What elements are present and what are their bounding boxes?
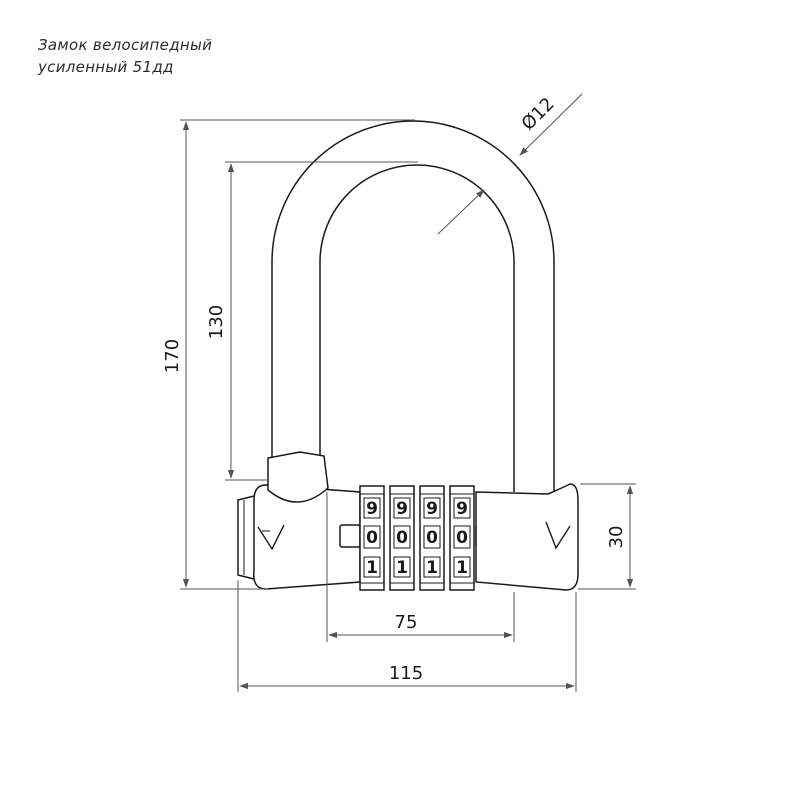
left-chevron	[257, 524, 285, 551]
dimension-inner-width-label: 75	[395, 612, 418, 633]
dial-1-middle-digit: 0	[366, 528, 378, 548]
lock-body	[237, 451, 579, 591]
dial-1-bottom-digit: 1	[366, 558, 378, 578]
dial-1-top-digit: 9	[366, 499, 378, 519]
dimension-total-width-label: 115	[389, 663, 423, 684]
dial-wheel: 9 0 1	[419, 485, 445, 591]
title-line-2: усиленный 51дд	[38, 58, 174, 76]
dimension-inner-width	[326, 492, 515, 642]
dial-4-middle-digit: 0	[456, 528, 468, 548]
dial-wheel: 9 0 1	[449, 485, 475, 591]
shackle-inner-contour	[319, 164, 515, 492]
dial-4-bottom-digit: 1	[456, 558, 468, 578]
dimension-total-width	[237, 580, 577, 692]
dimension-height-total-label: 170	[162, 339, 183, 373]
dial-4-top-digit: 9	[456, 499, 468, 519]
dial-3-top-digit: 9	[426, 499, 438, 519]
dial-3-middle-digit: 0	[426, 528, 438, 548]
dimension-height-inner	[225, 161, 418, 481]
dial-3-bottom-digit: 1	[426, 558, 438, 578]
dial-wheel: 9 0 1	[389, 485, 415, 591]
dimension-height-total	[180, 119, 415, 590]
dial-2-middle-digit: 0	[396, 528, 408, 548]
right-chevron	[545, 521, 571, 550]
dial-2-top-digit: 9	[396, 499, 408, 519]
dimension-height-inner-label: 130	[206, 305, 227, 339]
dimension-body-height	[578, 483, 636, 590]
dial-wheel: 9 0 1	[359, 485, 385, 591]
dimension-diameter-label: Ø12	[518, 94, 559, 135]
shackle	[271, 120, 555, 492]
dimension-body-height-label: 30	[606, 526, 627, 549]
drawing-title: Замок велосипедный усиленный 51дд	[38, 34, 212, 78]
shackle-outer-contour	[271, 120, 555, 492]
shackle-collar	[267, 451, 329, 503]
title-line-1: Замок велосипедный	[38, 36, 213, 54]
left-end-cap	[237, 495, 255, 580]
right-housing	[475, 483, 579, 591]
dimension-diameter	[437, 93, 583, 235]
dial-2-bottom-digit: 1	[396, 558, 408, 578]
spindle-left	[339, 524, 361, 548]
combination-dials: 9 0 1 9 0 1 9	[359, 485, 475, 591]
